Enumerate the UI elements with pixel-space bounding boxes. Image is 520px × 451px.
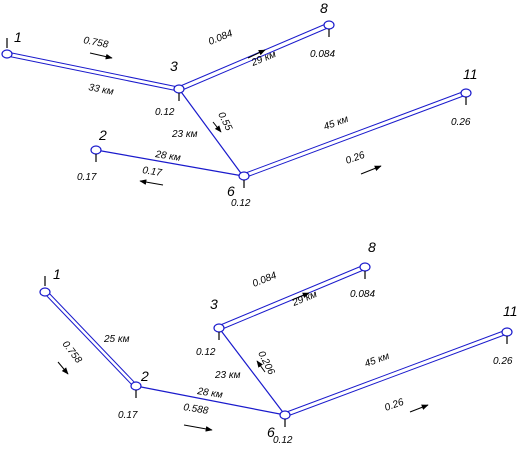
flow-label: 0.084 xyxy=(251,270,279,290)
node-8 xyxy=(323,20,335,30)
flow-label: 0.084 xyxy=(207,28,235,48)
load-label: 0.084 xyxy=(310,49,335,60)
node-8 xyxy=(359,262,371,272)
node-label: 8 xyxy=(368,239,376,255)
node-11 xyxy=(501,327,513,337)
flow-arrow xyxy=(57,361,69,375)
load-label: 0.12 xyxy=(273,435,293,446)
node-label: 2 xyxy=(140,368,149,384)
flow-arrow xyxy=(212,121,222,133)
flow-arrow xyxy=(409,404,429,413)
flow-label: 0.55 xyxy=(215,110,234,133)
length-label: 45 км xyxy=(363,351,391,370)
node-1 xyxy=(39,287,51,297)
diagram-top: 1 3 8 2 6 11 0.12 0.084 0.17 0.12 0.26 3… xyxy=(1,0,478,209)
length-label: 28 км xyxy=(196,386,224,401)
edge-3-8 xyxy=(177,22,331,92)
node-label: 6 xyxy=(227,183,235,199)
node-6 xyxy=(279,410,291,420)
length-label: 28 км xyxy=(154,149,182,164)
node-11 xyxy=(460,88,472,98)
node-label: 11 xyxy=(503,303,518,319)
node-label: 6 xyxy=(267,424,275,440)
node-label: 3 xyxy=(210,296,218,312)
node-2 xyxy=(130,381,142,391)
load-label: 0.26 xyxy=(451,117,471,128)
length-label: 33 км xyxy=(87,82,114,98)
load-label: 0.12 xyxy=(231,198,251,209)
flow-arrow xyxy=(183,424,213,432)
node-label: 3 xyxy=(170,58,178,74)
edge-2-6 xyxy=(95,149,244,177)
edge-3-6 xyxy=(178,88,244,177)
node-2 xyxy=(90,145,102,155)
length-label: 23 км xyxy=(214,370,241,381)
flow-arrow xyxy=(256,360,266,373)
node-label: 8 xyxy=(320,0,328,16)
length-label: 23 км xyxy=(171,129,198,140)
edge-6-11 xyxy=(242,90,467,179)
edge-1-3 xyxy=(6,51,179,92)
node-3 xyxy=(213,323,225,333)
node-3 xyxy=(173,84,185,94)
load-label: 0.17 xyxy=(77,172,97,183)
flow-arrow xyxy=(139,179,164,186)
node-label: 1 xyxy=(14,29,22,45)
node-1 xyxy=(1,49,13,59)
edge-3-6 xyxy=(218,327,286,416)
node-6 xyxy=(238,171,250,181)
flow-label: 0.26 xyxy=(383,397,405,414)
edge-2-6 xyxy=(135,385,286,416)
node-label: 1 xyxy=(53,266,61,282)
diagram-bottom: 1 2 3 8 6 11 0.17 0.12 0.084 0.12 0.26 2… xyxy=(39,239,518,446)
load-label: 0.17 xyxy=(118,410,138,421)
length-label: 45 км xyxy=(322,114,350,133)
flow-label: 0.17 xyxy=(142,165,163,179)
length-label: 25 км xyxy=(103,334,130,345)
load-label: 0.12 xyxy=(196,347,216,358)
node-label: 11 xyxy=(463,66,478,82)
edge-6-11 xyxy=(283,329,508,418)
flow-arrow xyxy=(360,165,382,175)
edge-1-2 xyxy=(43,290,138,388)
load-label: 0.084 xyxy=(350,289,375,300)
flow-arrow xyxy=(247,49,266,59)
node-label: 2 xyxy=(98,127,107,143)
flow-label: 0.758 xyxy=(82,35,109,51)
load-label: 0.12 xyxy=(155,107,175,118)
flow-arrow xyxy=(89,52,113,60)
length-label: 29 км xyxy=(249,49,278,69)
flow-label: 0.758 xyxy=(60,339,84,366)
load-label: 0.26 xyxy=(493,356,513,367)
flow-arrow xyxy=(291,292,310,301)
flow-label: 0.588 xyxy=(183,402,210,417)
flow-label: 0.26 xyxy=(344,150,366,167)
